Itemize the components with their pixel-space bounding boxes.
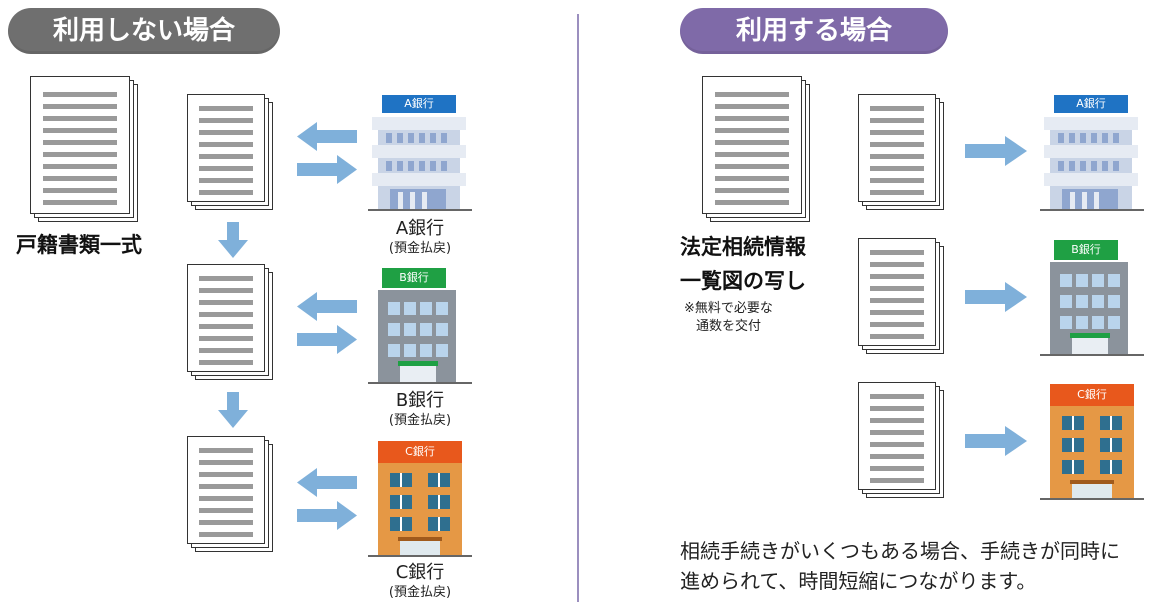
- exchange-arrows-icon: [297, 122, 357, 184]
- bank-c-sub: (預金払戻): [388, 585, 452, 600]
- bank-b-sub: (預金払戻): [388, 413, 452, 428]
- left-header-label: 利用しない場合: [52, 16, 235, 46]
- bank-b-name: B銀行: [395, 390, 445, 411]
- bank-a-sub: (預金払戻): [388, 241, 452, 256]
- bank-c-caption: C銀行 (預金払戻): [370, 562, 470, 602]
- right-arrow-icon: [965, 282, 1027, 312]
- inheritance-info-label-line1: 法定相続情報: [680, 235, 806, 259]
- bank-b-building-icon: B銀行: [1040, 240, 1144, 356]
- down-arrow-icon: [218, 222, 248, 258]
- right-header-label: 利用する場合: [735, 16, 892, 46]
- bank-a-building-icon: A銀行: [368, 95, 472, 211]
- right-header-pill: 利用する場合: [680, 8, 948, 54]
- bank-a-caption: A銀行 (預金払戻): [370, 218, 470, 258]
- bank-b-caption: B銀行 (預金払戻): [370, 390, 470, 430]
- right-doc-stack-3: [858, 382, 946, 500]
- summary-line2: 進められて、時間短縮につながります。: [680, 569, 1037, 593]
- exchange-arrows-icon: [297, 292, 357, 354]
- bank-c-sign-label: C銀行: [1077, 388, 1107, 401]
- summary-line1: 相続手続きがいくつもある場合、手続きが同時に: [680, 539, 1120, 563]
- family-register-label: 戸籍書類一式: [16, 233, 142, 257]
- free-issue-note-line2: 通数を交付: [696, 319, 762, 334]
- bank-b-sign-label: B銀行: [1071, 243, 1101, 256]
- left-doc-stack-3: [187, 436, 275, 554]
- bank-a-sign-label: A銀行: [404, 97, 434, 110]
- center-divider: [577, 14, 579, 602]
- left-doc-stack-2: [187, 264, 275, 382]
- right-doc-stack-1: [858, 94, 946, 212]
- free-issue-note: ※無料で必要な 通数を交付: [684, 300, 773, 336]
- bank-a-building-icon: A銀行: [1040, 95, 1144, 211]
- right-arrow-icon: [965, 426, 1027, 456]
- left-header-pill: 利用しない場合: [8, 8, 280, 54]
- left-doc-stack-1: [187, 94, 275, 212]
- inheritance-info-document-stack: [702, 76, 812, 224]
- bank-b-sign-label: B銀行: [399, 271, 429, 284]
- right-doc-stack-2: [858, 238, 946, 356]
- inheritance-info-label: 法定相続情報 一覧図の写し: [680, 230, 806, 298]
- bank-c-name: C銀行: [395, 562, 445, 583]
- inheritance-info-label-line2: 一覧図の写し: [680, 269, 806, 293]
- bank-c-building-icon: C銀行: [368, 441, 472, 557]
- bank-a-sign-label: A銀行: [1076, 97, 1106, 110]
- bank-c-sign-label: C銀行: [405, 445, 435, 458]
- exchange-arrows-icon: [297, 468, 357, 530]
- summary-text: 相続手続きがいくつもある場合、手続きが同時に 進められて、時間短縮につながります…: [680, 536, 1120, 596]
- bank-a-name: A銀行: [395, 218, 445, 239]
- free-issue-note-line1: ※無料で必要な: [684, 301, 773, 316]
- down-arrow-icon: [218, 392, 248, 428]
- bank-c-building-icon: C銀行: [1040, 384, 1144, 500]
- bank-b-building-icon: B銀行: [368, 268, 472, 384]
- right-arrow-icon: [965, 136, 1027, 166]
- family-register-document-stack: [30, 76, 140, 224]
